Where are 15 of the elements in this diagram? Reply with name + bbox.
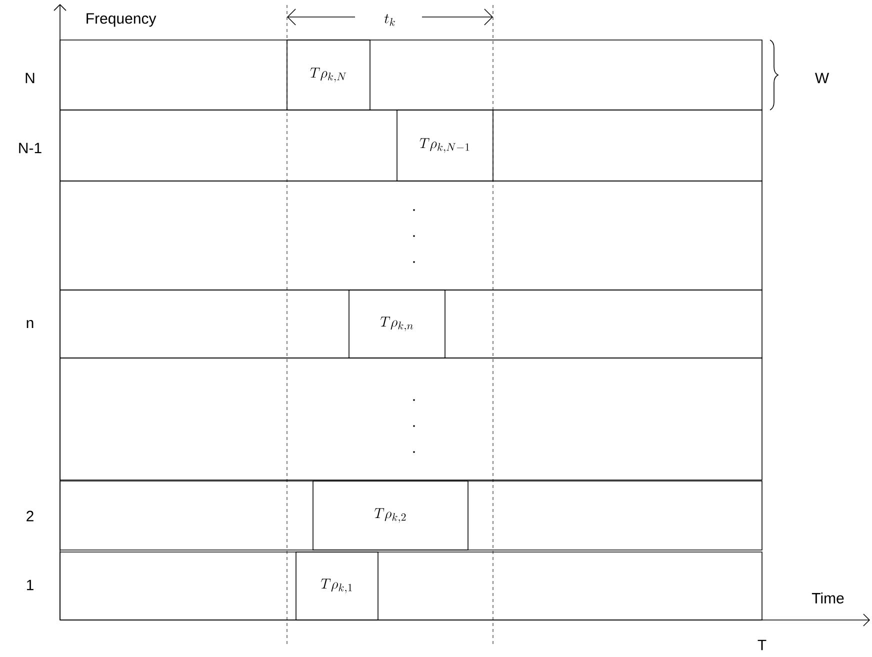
axis-label: 2	[26, 510, 34, 522]
time-slot-box: $T\rho_{k,n}$	[348, 290, 446, 358]
axis-label: N	[26, 72, 34, 84]
axis-label: n	[26, 320, 34, 328]
axis-label: T	[758, 640, 766, 650]
time-slot-box: $T\rho_{k,1}$	[296, 552, 378, 620]
time-slot-box: $T\rho_{k,N}$	[286, 40, 370, 110]
time-slot-box: $T\rho_{k,2}$	[312, 480, 468, 550]
dimension-label: $t_k$	[384, 14, 395, 26]
axis-label: N-1	[19, 142, 42, 154]
axis-label: 1	[26, 580, 34, 590]
time-slot-box: $T\rho_{k,N-1}$	[396, 110, 494, 182]
axis-label: W	[815, 72, 830, 84]
axis-label: Frequency	[86, 13, 156, 27]
axis-label: Time	[812, 592, 844, 604]
